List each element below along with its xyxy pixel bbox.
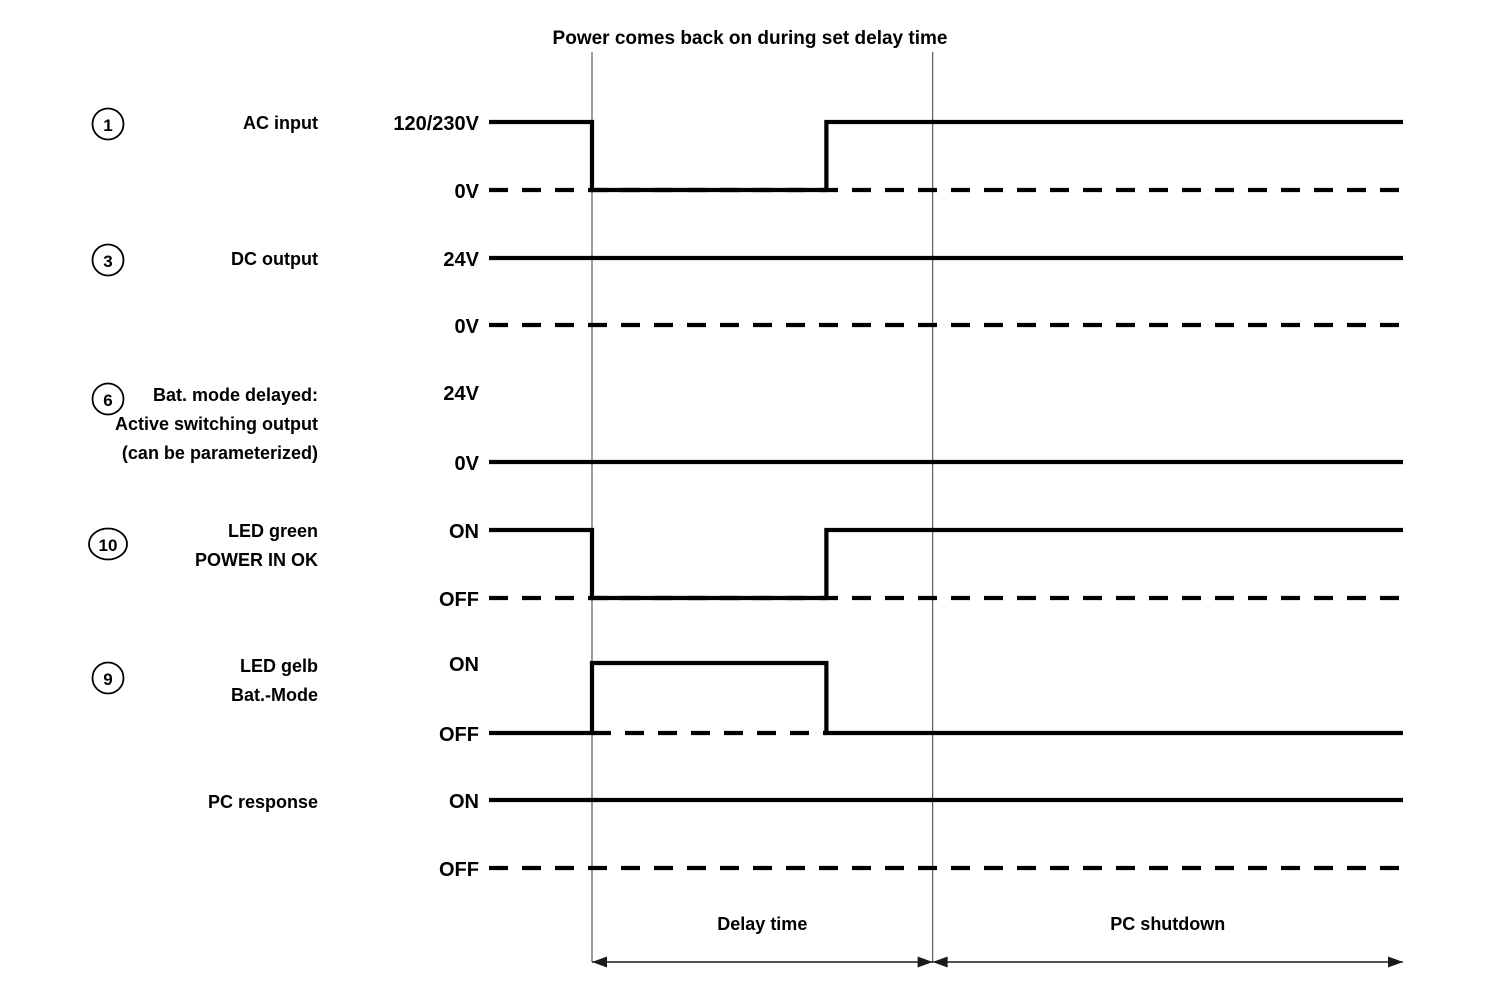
arrow-head-left [591,956,607,968]
channel-label-line: AC input [243,113,318,133]
channel-label-line: Bat.-Mode [231,685,318,705]
channel-marker-1: 1 [91,107,125,141]
level-label-low: OFF [439,859,479,881]
level-labels-pc-response: ON OFF [439,791,479,881]
channel-label-1: AC input [243,113,318,133]
arrow-head-right [1388,956,1403,968]
channel-marker-number: 1 [103,116,112,135]
phase-label: PC shutdown [1110,914,1225,934]
channel-marker-10: 10 [88,527,128,561]
time-marker-guides [591,52,934,962]
level-label-low: 0V [455,181,480,203]
waveform-path [489,527,1403,601]
level-label-low: OFF [439,724,479,746]
channel-label-line: LED gelb [240,656,318,676]
channel-label-line: PC response [208,792,318,812]
channel-label-3: DC output [231,249,318,269]
channel-marker-number: 10 [99,536,118,555]
waveform-path [489,660,1403,736]
waveform-path [489,119,1403,193]
level-label-high: 24V [443,383,479,405]
channel-label-line: Active switching output [115,414,318,434]
level-labels-9: ON OFF [439,654,479,746]
level-label-high: 24V [443,249,479,271]
channel-marker-number: 3 [103,252,112,271]
level-labels: 120/230V 0V 24V 0V 24V 0V ON OFF ON OFF ON OFF [393,113,479,881]
chart-title: Power comes back on during set delay tim… [553,28,948,49]
level-labels-6: 24V 0V [443,383,479,475]
level-labels-10: ON OFF [439,521,479,611]
channel-label-pc-response: PC response [208,792,318,812]
channel-label-line: Bat. mode delayed: [153,385,318,405]
arrow-head-left [932,956,948,968]
channel-markers: 1 3 6 10 9 [88,107,128,695]
waveform-traces [489,119,1408,871]
level-label-low: 0V [455,453,480,475]
waveform-1 [489,119,1408,193]
channel-marker-number: 6 [103,391,112,410]
phase-pc-shutdown: PC shutdown [932,914,1403,968]
level-label-low: OFF [439,589,479,611]
phase-label: Delay time [717,914,807,934]
channel-label-line: LED green [228,521,318,541]
level-labels-3: 24V 0V [443,249,479,338]
level-label-high: ON [449,654,479,676]
arrow-head-right [917,956,933,968]
channel-label-line: DC output [231,249,318,269]
waveform-pc-response [489,797,1408,871]
level-label-high: ON [449,791,479,813]
channel-label-6: Bat. mode delayed: Active switching outpu… [115,385,318,463]
level-labels-1: 120/230V 0V [393,113,479,203]
channel-label-line: (can be parameterized) [122,443,318,463]
waveform-10 [489,527,1408,601]
waveform-9 [489,660,1403,736]
channel-label-line: POWER IN OK [195,550,318,570]
level-label-high: 120/230V [393,113,479,135]
channel-marker-9: 9 [91,661,125,695]
channel-marker-number: 9 [103,670,112,689]
channel-marker-6: 6 [91,382,125,416]
waveform-3 [489,255,1408,328]
phase-delay-time: Delay time [591,914,933,968]
channel-marker-3: 3 [91,243,125,277]
level-label-low: 0V [455,316,480,338]
level-label-high: ON [449,521,479,543]
phase-axis: Delay time PC shutdown [591,914,1403,968]
